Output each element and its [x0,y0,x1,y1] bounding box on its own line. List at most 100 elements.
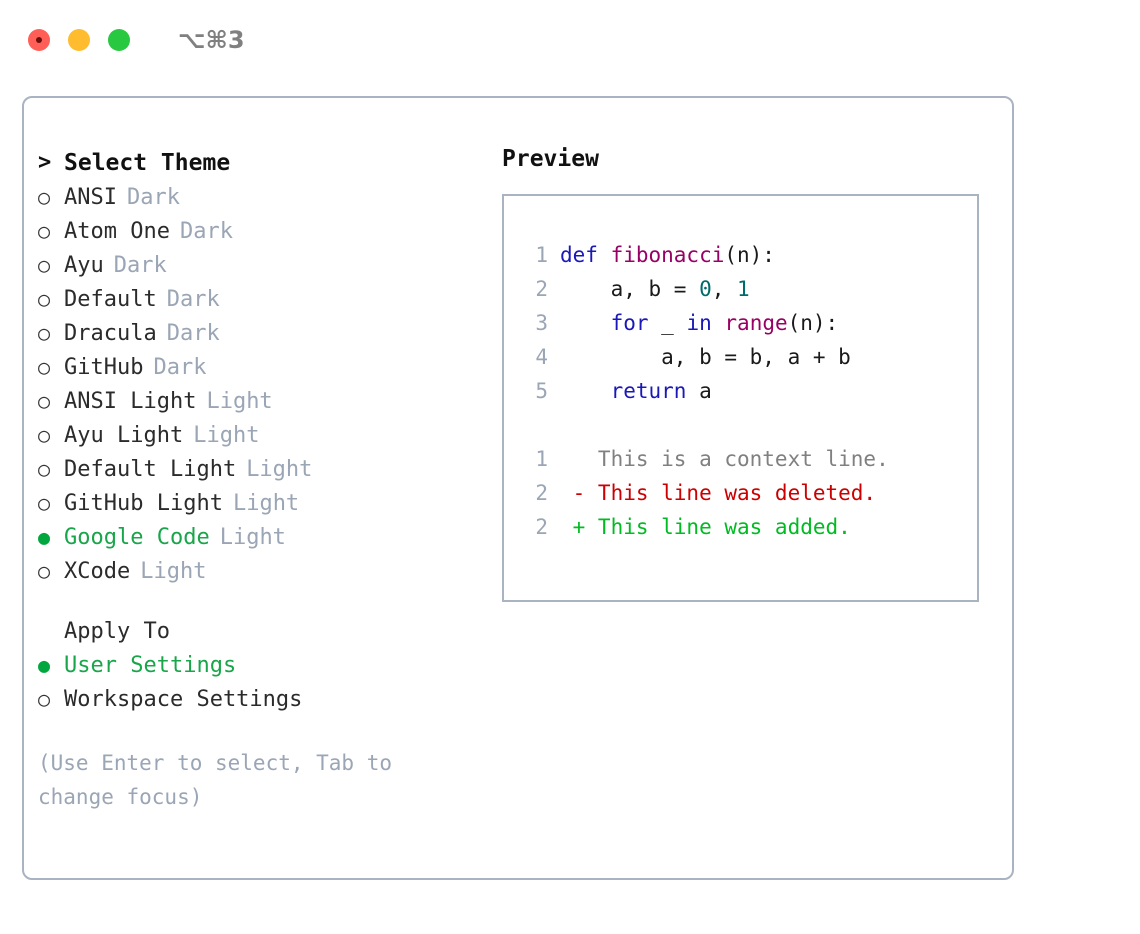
code-line-text: for _ in range(n): [560,311,839,335]
code-line: 3 for _ in range(n): [522,306,977,340]
apply-to-option[interactable]: ○ Workspace Settings [38,682,478,716]
apply-to-label: Apply To [64,618,170,644]
radio-unselected-icon: ○ [38,559,51,583]
theme-name: XCode [64,558,131,584]
theme-list-item[interactable]: ○ GitHub Dark [38,350,478,384]
theme-category-tag: Dark [153,354,207,380]
radio-unselected-icon: ○ [38,457,51,481]
diff-line-text: This is a context line. [560,447,889,471]
code-token-plain: (n): [724,243,775,267]
radio-unselected-icon: ○ [38,253,51,277]
theme-list-item[interactable]: ● Google Code Light [38,520,478,554]
code-token-plain: a, b = [560,277,700,301]
code-token-kw: def [560,243,611,267]
theme-category-tag: Light [140,558,207,584]
theme-category-tag: Dark [166,286,220,312]
code-token-kw: for [610,311,649,335]
code-token-plain: _ [648,311,687,335]
theme-name: Dracula [64,320,157,346]
theme-name: ANSI [64,184,117,210]
radio-selected-icon: ● [38,525,51,549]
code-token-plain [712,311,725,335]
code-token-plain [560,311,611,335]
code-line-number: 2 [535,277,548,301]
theme-name: Atom One [64,218,170,244]
theme-name: GitHub Light [64,490,223,516]
code-token-plain [560,379,611,403]
theme-category-tag: Light [193,422,260,448]
radio-unselected-icon: ○ [38,423,51,447]
code-token-num: 1 [737,277,750,301]
theme-list-item[interactable]: ○ Dracula Dark [38,316,478,350]
code-token-fn: fibonacci [610,243,725,267]
code-line: 4 a, b = b, a + b [522,340,977,374]
code-token-plain: , [711,277,738,301]
theme-category-tag: Light [219,524,286,550]
theme-name: Default Light [64,456,237,482]
radio-unselected-icon: ○ [38,491,51,515]
maximize-button[interactable] [108,29,130,51]
code-line-number: 4 [535,345,548,369]
theme-name: Google Code [64,524,210,550]
theme-category-tag: Light [232,490,300,516]
radio-unselected-icon: ○ [38,219,51,243]
code-line-number: 1 [535,243,548,267]
preview-title: Preview [502,146,599,172]
select-theme-label: Select Theme [64,150,231,176]
diff-line-text: - This line was deleted. [560,481,877,505]
radio-unselected-icon: ○ [38,355,51,379]
radio-unselected-icon: ○ [38,321,51,345]
code-line: 1 def fibonacci(n): [522,238,977,272]
code-line-text: return a [560,379,712,403]
diff-line-number: 1 [535,447,548,471]
code-token-fn: range [724,311,788,335]
theme-name: Default [64,286,157,312]
minimize-button[interactable] [68,29,90,51]
theme-list-item[interactable]: ○ Default Dark [38,282,478,316]
theme-category-tag: Light [206,388,273,414]
radio-unselected-icon: ○ [38,687,51,711]
theme-list-item[interactable]: ○ XCode Light [38,554,478,588]
radio-selected-icon: ● [38,653,51,677]
diff-line: 2 - This line was deleted. [522,476,977,510]
theme-name: GitHub [64,354,144,380]
close-button[interactable] [28,29,50,51]
theme-category-tag: Dark [166,320,220,346]
code-token-plain: a [686,379,712,403]
diff-line: 2 + This line was added. [522,510,977,544]
radio-unselected-icon: ○ [38,287,51,311]
apply-to-option[interactable]: ●User Settings [38,648,478,682]
keyboard-hint-text: (Use Enter to select, Tab to change focu… [38,751,393,809]
code-line-number: 5 [535,379,548,403]
radio-unselected-icon: ○ [38,185,51,209]
apply-to-option-label: Workspace Settings [64,686,303,712]
code-token-plain: a, b = b, a + b [560,345,851,369]
code-token-num: 0 [699,277,712,301]
code-line: 2 a, b = 0, 1 [522,272,977,306]
code-token-plain: (n): [787,311,839,335]
code-line-text: a, b = 0, 1 [560,277,750,301]
diff-line-number: 2 [535,515,548,539]
caret-icon: > [38,150,52,175]
radio-unselected-icon: ○ [38,389,51,413]
code-token-kw: return [610,379,687,403]
theme-name: Ayu Light [64,422,184,448]
code-line-text: a, b = b, a + b [560,345,851,369]
select-theme-heading: > Select Theme [38,146,478,180]
theme-list-item[interactable]: ○ Ayu Light Light [38,418,478,452]
diff-line: 1 This is a context line. [522,442,977,476]
apply-to-heading: Apply To [38,614,478,648]
theme-list-item[interactable]: ○ GitHub Light Light [38,486,478,520]
diff-sample: 1 This is a context line.2 - This line w… [522,442,977,544]
